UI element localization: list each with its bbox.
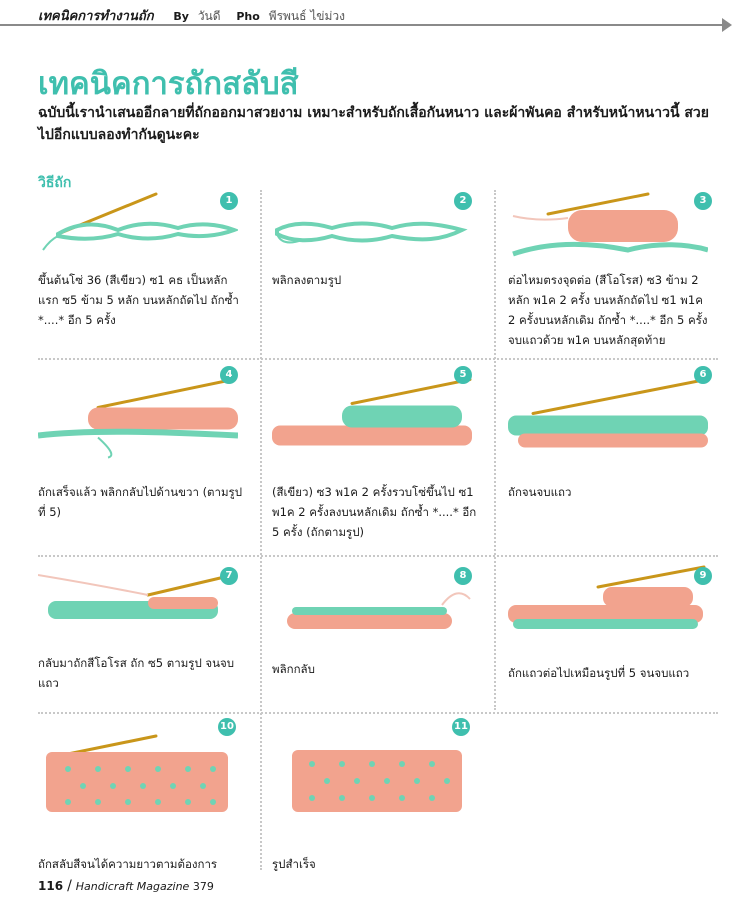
grid-divider [260,190,262,870]
page-title: เทคนิคการถักสลับสี [38,66,299,102]
page-footer: 116/Handicraft Magazine 379 [38,878,214,894]
step-photo [38,378,238,459]
step-caption: ถักจนจบแถว [508,485,572,499]
step-photo [275,221,468,244]
section-title: เทคนิคการทำงานถัก [38,9,154,24]
method-heading: วิธีถัก [38,175,72,191]
step-caption: ขึ้นต้นโซ่ 36 (สีเขียว) ซ1 คธ เป็นหลักแร… [38,273,239,327]
step-caption: พลิกกลับ [272,662,315,676]
header-credits: เทคนิคการทำงานถัก By วันดี Pho พีรพนธ์ ไ… [38,5,357,26]
page-header: เทคนิคการทำงานถัก By วันดี Pho พีรพนธ์ ไ… [0,0,740,32]
step-badge: 9 [694,567,712,585]
grid-divider [38,358,718,360]
step-photo [46,734,228,812]
footer-slash: / [67,878,72,894]
magazine-name: Handicraft Magazine [75,880,190,893]
intro-paragraph: ฉบับนี้เรานำเสนออีกลายที่ถักออกมาสวยงาม … [38,105,709,143]
step-caption: พลิกลงตามรูป [272,273,342,287]
grid-divider [38,555,718,557]
step-badge: 6 [694,366,712,384]
step-photo [287,592,471,629]
step-photo [512,192,708,257]
by-label: By [173,10,189,23]
step-photo [42,192,238,251]
step-caption: ถักแถวต่อไปเหมือนรูปที่ 5 จนจบแถว [508,666,690,680]
step-photo [38,573,235,619]
step-caption: รูปสำเร็จ [272,857,316,871]
step-caption: กลับมาถักสีโอโรส ถัก ซ5 ตามรูป จนจบแถว [38,656,235,690]
step-caption: ถักสลับสีจนได้ความยาวตามต้องการ [38,857,218,871]
grid-divider [38,712,718,714]
step-caption: ถักเสร็จแล้ว พลิกกลับไปด้านขวา (ตามรูปที… [38,485,243,519]
step-photo [508,565,706,629]
step-badge: 7 [220,567,238,585]
step-badge: 11 [452,718,470,736]
issue-number: 379 [192,880,214,893]
step-badge: 5 [454,366,472,384]
header-arrow [722,18,732,32]
page-number: 116 [38,879,64,893]
step-badge: 4 [220,366,238,384]
photo-label: Pho [236,10,260,23]
header-rule [0,24,722,26]
step-caption: ต่อไหมตรงจุดต่อ (สีโอโรส) ซ3 ข้าม 2 หลัก… [508,273,708,347]
step-badge: 2 [454,192,472,210]
grid-divider [494,190,496,710]
step-badge: 3 [694,192,712,210]
author-name: วันดี [197,9,221,23]
step-badge: 10 [218,718,236,736]
step-photo [508,378,708,448]
step-badge: 1 [220,192,238,210]
step-photo [272,378,472,446]
step-badge: 8 [454,567,472,585]
step-caption: (สีเขียว) ซ3 พ1ค 2 ครั้งรวบโซ่ขึ้นไป ซ1 … [272,485,477,539]
photographer-name: พีรพนธ์ ไข่ม่วง [268,9,346,23]
step-photo [292,750,462,812]
